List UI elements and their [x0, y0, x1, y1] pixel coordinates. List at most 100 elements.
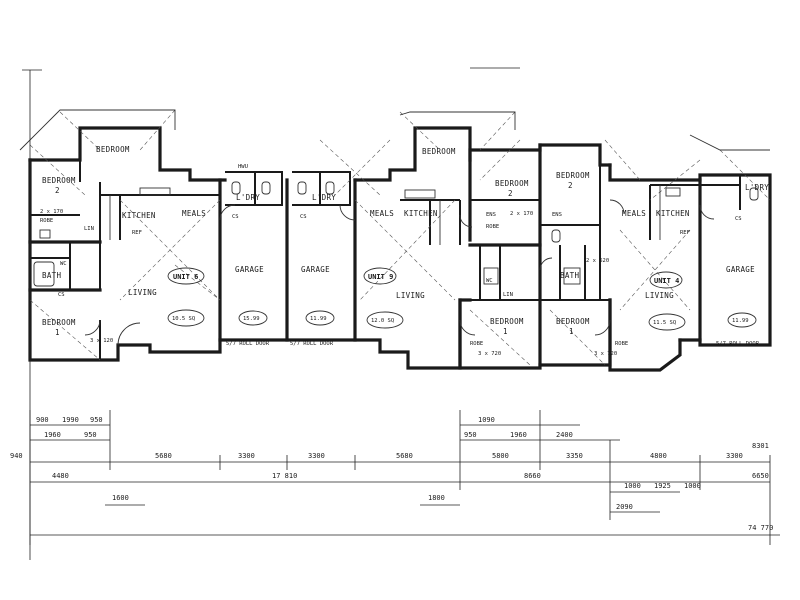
bedroom-2-right-number: 2: [568, 181, 573, 190]
side-dim: 940: [10, 452, 23, 460]
unit-badges: UNIT 6 10.5 SQ UNIT 9 12.0 SQ UNIT 4 11.…: [167, 267, 757, 331]
garage-2-label: GARAGE: [301, 265, 330, 274]
ens-mid-label: ENS: [486, 212, 496, 218]
top-dim-7: 2400: [556, 431, 573, 439]
living-unit4-label: LIVING: [645, 291, 674, 300]
bed1-mid-dim: 3 x 720: [478, 351, 501, 357]
ref-left-label: REF: [132, 230, 142, 236]
right-dim: 8301: [752, 442, 769, 450]
garage-1-label: GARAGE: [235, 265, 264, 274]
wc-left-label: WC: [60, 261, 67, 267]
living-unit9-label: LIVING: [396, 291, 425, 300]
top-dim-8: 950: [464, 431, 477, 439]
dimension-lines: [22, 67, 780, 560]
overall-dim-1: 17 810: [272, 472, 297, 480]
meals-unit4-label: MEALS: [622, 209, 646, 218]
robe-left-label: ROBE: [40, 218, 53, 224]
meals-unit9-label: MEALS: [370, 209, 394, 218]
row-dim-7: 3300: [726, 452, 743, 460]
bath-unit6-label: BATH: [42, 271, 61, 280]
sub-dim-3: 1925: [654, 482, 671, 490]
unit-4-label: UNIT 4: [654, 277, 679, 285]
kitchen-unit6-label: KITCHEN: [122, 211, 156, 220]
fixtures: [33, 181, 759, 287]
bedroom-1-left-label: BEDROOM: [42, 318, 76, 327]
total-dim: 74 770: [748, 524, 773, 532]
cs-garage1-label: CS: [232, 214, 239, 220]
garage-3-area: 11.99: [732, 318, 749, 324]
top-dim-1: 1990: [62, 416, 79, 424]
bedroom-2-right-label: BEDROOM: [556, 171, 590, 180]
ref-right-label: REF: [680, 230, 690, 236]
small-labels: ROBE LIN WC CS CS CS ENS ENS ROBE WC LIN…: [40, 164, 760, 357]
bath-mid-label: BATH: [560, 271, 579, 280]
row-dim-1: 3300: [238, 452, 255, 460]
bedroom-2-left-label: BEDROOM: [42, 176, 76, 185]
sub-dim-5: 2090: [616, 503, 633, 511]
robe-bed1-mid-label: ROBE: [470, 341, 483, 347]
top-dim-4: 950: [84, 431, 97, 439]
bedroom-1-right-label: BEDROOM: [556, 317, 590, 326]
kitchen-unit9-label: KITCHEN: [404, 209, 438, 218]
bedroom-1-mid-number: 1: [503, 327, 508, 336]
top-dim-3: 1960: [44, 431, 61, 439]
exterior-walls: [28, 126, 772, 372]
bed1-right-dim: 3 x 720: [594, 351, 617, 357]
row-dim-4: 5800: [492, 452, 509, 460]
bedroom-1-right-number: 1: [569, 327, 574, 336]
bath-mid-dim: 2 x 620: [586, 258, 609, 264]
ldry-1-label: L'DRY: [236, 193, 260, 202]
sub-dim-1: 1800: [428, 494, 445, 502]
dimension-labels: 900 1990 950 1960 950 1090 1960 2400 950…: [10, 416, 773, 532]
row-dim-2: 3300: [308, 452, 325, 460]
garage-2-area: 11.99: [310, 316, 327, 322]
sub-dim-0: 1600: [112, 494, 129, 502]
top-dim-2: 950: [90, 416, 103, 424]
garage-1-area: 15.99: [243, 316, 260, 322]
sub-dim-4: 1000: [684, 482, 701, 490]
sub-dim-2: 1000: [624, 482, 641, 490]
room-labels: BEDROOM 2 BEDROOM BEDROOM 1 KITCHEN MEAL…: [42, 145, 769, 337]
bedroom-2-left-number: 2: [55, 186, 60, 195]
bedroom-2-mid-number: 2: [508, 189, 513, 198]
bed1-left-dim: 3 x 120: [90, 338, 113, 344]
overall-dim-2: 8660: [524, 472, 541, 480]
ens-right-label: ENS: [552, 212, 562, 218]
doors: [84, 199, 715, 346]
bedroom-1-left-number: 1: [55, 328, 60, 337]
kitchen-unit4-label: KITCHEN: [656, 209, 690, 218]
unit-9-area: 12.0 SQ: [371, 318, 394, 324]
cs-right-label: CS: [735, 216, 742, 222]
robe-bed1-right-label: ROBE: [615, 341, 628, 347]
cs-left-label: CS: [58, 292, 65, 298]
lin-mid-label: LIN: [503, 292, 513, 298]
bedroom-2-mid-label: BEDROOM: [495, 179, 529, 188]
hwu-note: HWU: [238, 164, 248, 170]
row-dim-3: 5680: [396, 452, 413, 460]
ldry-2-label: L'DRY: [312, 193, 336, 202]
roll-door-2-note: 5/7 ROLL DOOR: [290, 341, 334, 347]
roll-door-3-note: 5/7 ROLL DOOR: [716, 341, 760, 347]
cs-garage2-label: CS: [300, 214, 307, 220]
roll-door-1-note: 5/7 ROLL DOOR: [226, 341, 270, 347]
top-dim-5: 1090: [478, 416, 495, 424]
unit-6-area: 10.5 SQ: [172, 316, 195, 322]
row-dim-6: 4800: [650, 452, 667, 460]
unit-4-area: 11.5 SQ: [653, 320, 676, 326]
overall-dim-0: 4480: [52, 472, 69, 480]
unit-6-label: UNIT 6: [173, 273, 198, 281]
lin-left-label: LIN: [84, 226, 94, 232]
bed2-mid-dim: 2 x 170: [510, 211, 533, 217]
wc-mid-label: WC: [486, 278, 493, 284]
overall-dim-3: 6650: [752, 472, 769, 480]
ldry-3-label: L'DRY: [745, 183, 769, 192]
meals-unit6-label: MEALS: [182, 209, 206, 218]
row-dim-0: 5680: [155, 452, 172, 460]
garage-3-label: GARAGE: [726, 265, 755, 274]
top-dim-0: 900: [36, 416, 49, 424]
robe-mid-label: ROBE: [486, 224, 499, 230]
living-unit6-label: LIVING: [128, 288, 157, 297]
unit-9-label: UNIT 9: [368, 273, 393, 281]
bedroom-upper-mid-label: BEDROOM: [422, 147, 456, 156]
